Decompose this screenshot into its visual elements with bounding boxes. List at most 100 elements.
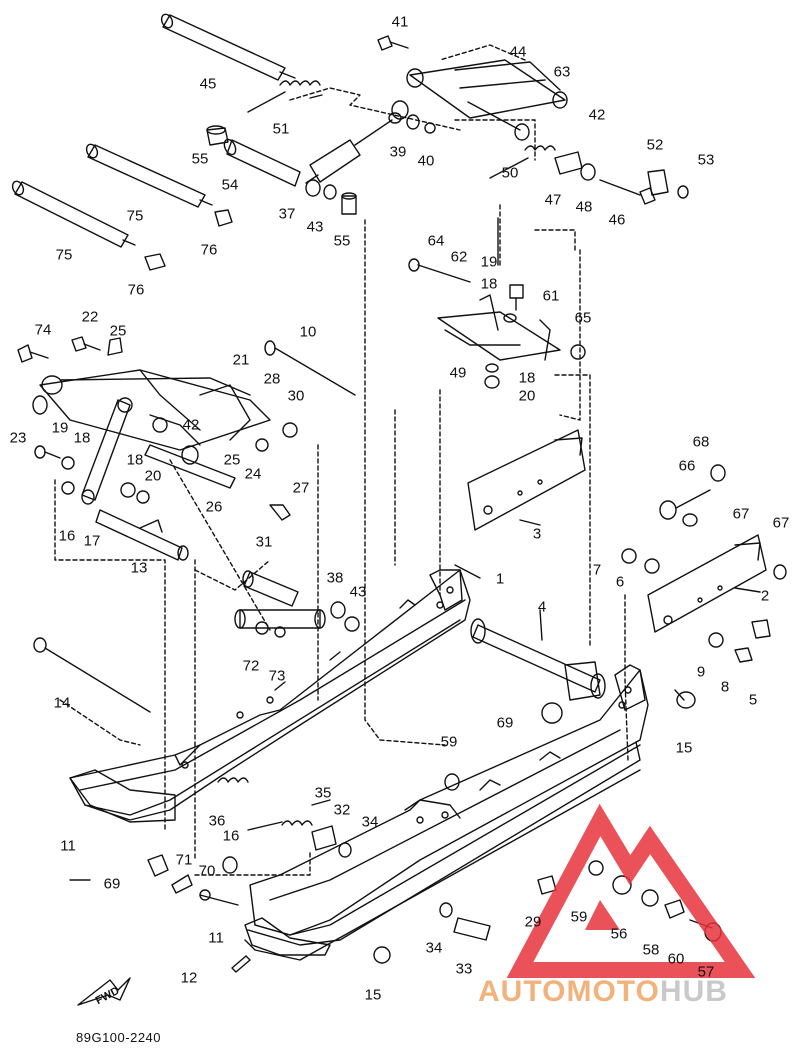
callout-15b: 15 [364,986,382,1004]
callout-73: 73 [268,667,286,685]
callout-13: 13 [130,559,148,577]
shock-bushings [305,100,436,215]
callout-43: 43 [306,218,324,236]
ski-tip-11-lower [244,917,331,956]
watermark-text: AUTOMOTOHUB [478,975,728,1008]
callout-50: 50 [501,164,519,182]
nut-52-53 [647,169,689,199]
callout-59b: 59 [570,908,588,926]
rod-75-lower [11,180,136,248]
callout-39: 39 [389,143,407,161]
collar-55-upper [206,125,229,146]
callout-43b: 43 [349,583,367,601]
callout-62: 62 [450,248,468,266]
bolt-64 [408,258,471,283]
callout-20b: 20 [144,467,162,485]
callout-2: 2 [760,587,770,605]
callout-28: 28 [263,370,281,388]
callout-21: 21 [232,351,250,369]
callout-69: 69 [496,714,514,732]
callout-46: 46 [608,211,626,229]
nuts-5-6-7-8-9 [621,548,771,709]
washers-18-20-upper [484,313,517,389]
bolt-10 [264,340,356,396]
diagram-code: 89G100-2240 [76,1030,162,1045]
callout-55b: 55 [333,232,351,250]
callout-16b: 16 [222,827,240,845]
spring-36 [217,777,249,783]
callout-18b: 18 [518,369,536,387]
callout-40: 40 [417,152,435,170]
callout-36: 36 [208,812,226,830]
callout-41: 41 [391,13,409,31]
callout-49: 49 [449,364,467,382]
callout-33: 33 [455,960,473,978]
callout-9: 9 [696,663,706,681]
callout-67: 67 [732,505,750,523]
callout-53: 53 [697,151,715,169]
link-17 [81,397,133,505]
callout-8: 8 [720,678,730,696]
left-rail [69,569,471,821]
callout-54: 54 [221,176,239,194]
callout-19b: 19 [51,419,69,437]
callout-32: 32 [333,801,351,819]
rod-75-upper [85,143,213,208]
callout-48: 48 [575,198,593,216]
rod-45 [160,13,296,81]
upper-arm-44 [406,59,568,141]
bolt-14 [33,637,151,713]
callout-76b: 76 [127,281,145,299]
bushing-47-48 [554,151,656,205]
callout-25b: 25 [223,451,241,469]
callout-25: 25 [109,322,127,340]
small-parts-left [17,336,150,504]
callout-18d: 18 [126,451,144,469]
callout-30: 30 [287,387,305,405]
callout-18: 18 [480,275,498,293]
spring-35 [247,799,331,831]
bolt-41 [377,35,409,51]
bushing-54 [223,138,301,187]
rear-arm-49 [437,294,586,361]
bushings-38-43-72-73 [234,601,360,638]
plate-3 [467,429,586,531]
callout-76: 76 [200,241,218,259]
parts-33-34-15 [373,902,491,964]
callout-4: 4 [537,598,547,616]
bolt-76-upper [214,209,233,227]
callout-14: 14 [53,694,71,712]
callout-67b: 67 [772,514,790,532]
callout-42b: 42 [182,416,200,434]
callout-66: 66 [678,457,696,475]
callout-34b: 34 [425,939,443,957]
callout-59: 59 [440,733,458,751]
callout-6: 6 [615,573,625,591]
callout-38: 38 [326,569,344,587]
callout-37: 37 [278,205,296,223]
ski-tip-11-upper [69,769,176,823]
shock-absorber [305,112,402,184]
parts-69-70-71 [147,854,239,906]
callout-58: 58 [642,941,660,959]
callout-5: 5 [748,691,758,709]
callout-35: 35 [314,784,332,802]
spring-50 [489,145,556,179]
callout-45: 45 [199,75,217,93]
callout-64: 64 [427,232,445,250]
bolt-12 [231,955,251,973]
callout-3: 3 [532,525,542,543]
callout-12: 12 [180,969,198,987]
callout-75b: 75 [55,246,73,264]
callout-65: 65 [574,309,592,327]
right-rail [244,664,649,961]
callout-10: 10 [299,323,317,341]
callout-22: 22 [81,308,99,326]
callout-16: 16 [58,527,76,545]
callout-7: 7 [592,561,602,579]
callout-51: 51 [272,120,290,138]
watermark-logo-icon [506,803,756,978]
callout-24: 24 [244,465,262,483]
callout-34: 34 [361,813,379,831]
